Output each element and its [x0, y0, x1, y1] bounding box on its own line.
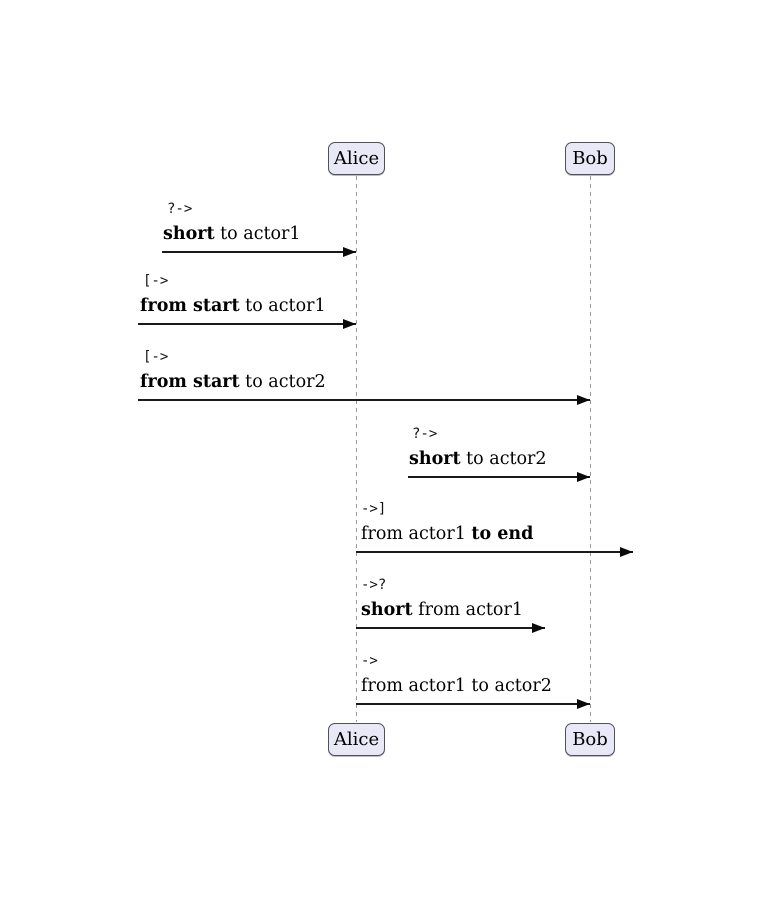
- message-prefix: [->: [143, 273, 169, 289]
- message-arrow: [408, 471, 590, 482]
- message-prefix: ?->: [167, 201, 193, 217]
- actor-label-bob: Bob: [572, 729, 608, 750]
- actor-box-alice-bottom: Alice: [328, 723, 385, 756]
- message-label: short to actor1: [163, 224, 301, 244]
- lifeline-alice: [356, 176, 357, 722]
- message-arrow: [138, 394, 590, 405]
- message-label: from actor1 to end: [361, 524, 534, 544]
- actor-label-alice: Alice: [333, 729, 380, 750]
- arrowhead-icon: [532, 622, 545, 633]
- arrowhead-icon: [343, 318, 356, 329]
- message-label: from start to actor1: [140, 296, 326, 316]
- message-prefix: ->: [361, 653, 378, 669]
- message-arrow: [356, 622, 545, 633]
- actor-label-alice: Alice: [333, 148, 380, 169]
- actor-box-bob-top: Bob: [565, 142, 615, 175]
- lifeline-bob: [590, 176, 591, 722]
- actor-box-alice-top: Alice: [328, 142, 385, 175]
- arrowhead-icon: [620, 546, 633, 557]
- message-arrow: [356, 546, 633, 557]
- message-prefix: ?->: [412, 426, 438, 442]
- message-label: from start to actor2: [140, 372, 326, 392]
- arrowhead-icon: [577, 394, 590, 405]
- actor-label-bob: Bob: [572, 148, 608, 169]
- message-prefix: [->: [143, 349, 169, 365]
- message-label: short from actor1: [361, 600, 523, 620]
- message-label: from actor1 to actor2: [361, 676, 552, 696]
- message-label: short to actor2: [409, 449, 547, 469]
- arrowhead-icon: [343, 246, 356, 257]
- message-arrow: [138, 318, 356, 329]
- message-prefix: ->?: [361, 577, 387, 593]
- message-prefix: ->]: [361, 501, 387, 517]
- arrowhead-icon: [577, 698, 590, 709]
- message-arrow: [162, 246, 356, 257]
- actor-box-bob-bottom: Bob: [565, 723, 615, 756]
- message-arrow: [356, 698, 590, 709]
- arrowhead-icon: [577, 471, 590, 482]
